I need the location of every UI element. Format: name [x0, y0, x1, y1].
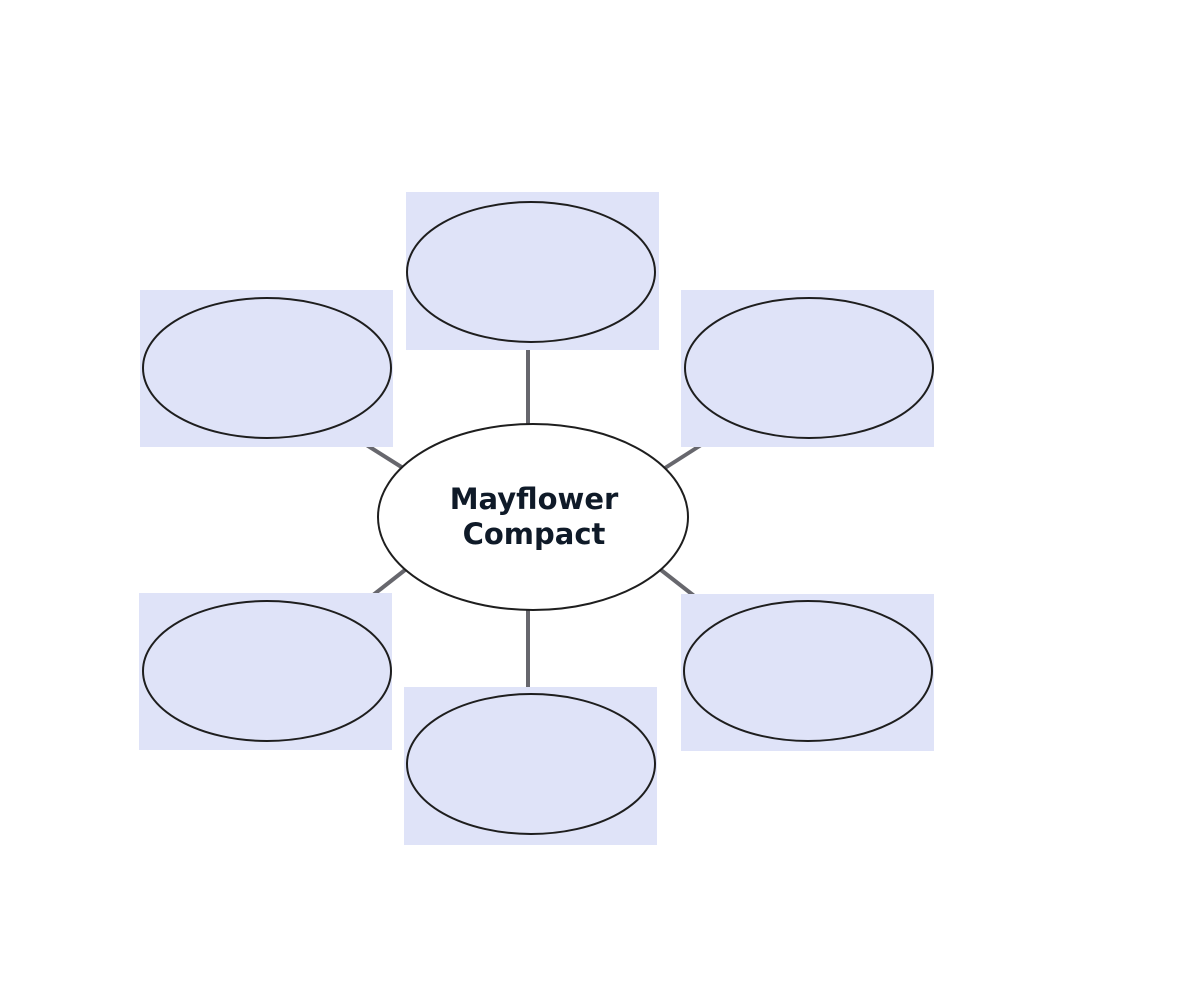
node-upper-left[interactable]: [140, 290, 393, 447]
center-title-line1: Mayflower: [450, 482, 619, 516]
node-bottom[interactable]: [404, 687, 657, 845]
node-lower-left[interactable]: [139, 593, 392, 750]
node-upper-right[interactable]: [681, 290, 934, 447]
center-title-line2: Compact: [463, 517, 606, 551]
node-lower-right[interactable]: [681, 594, 934, 751]
center-node[interactable]: Mayflower Compact: [377, 423, 689, 611]
node-top[interactable]: [406, 192, 659, 350]
